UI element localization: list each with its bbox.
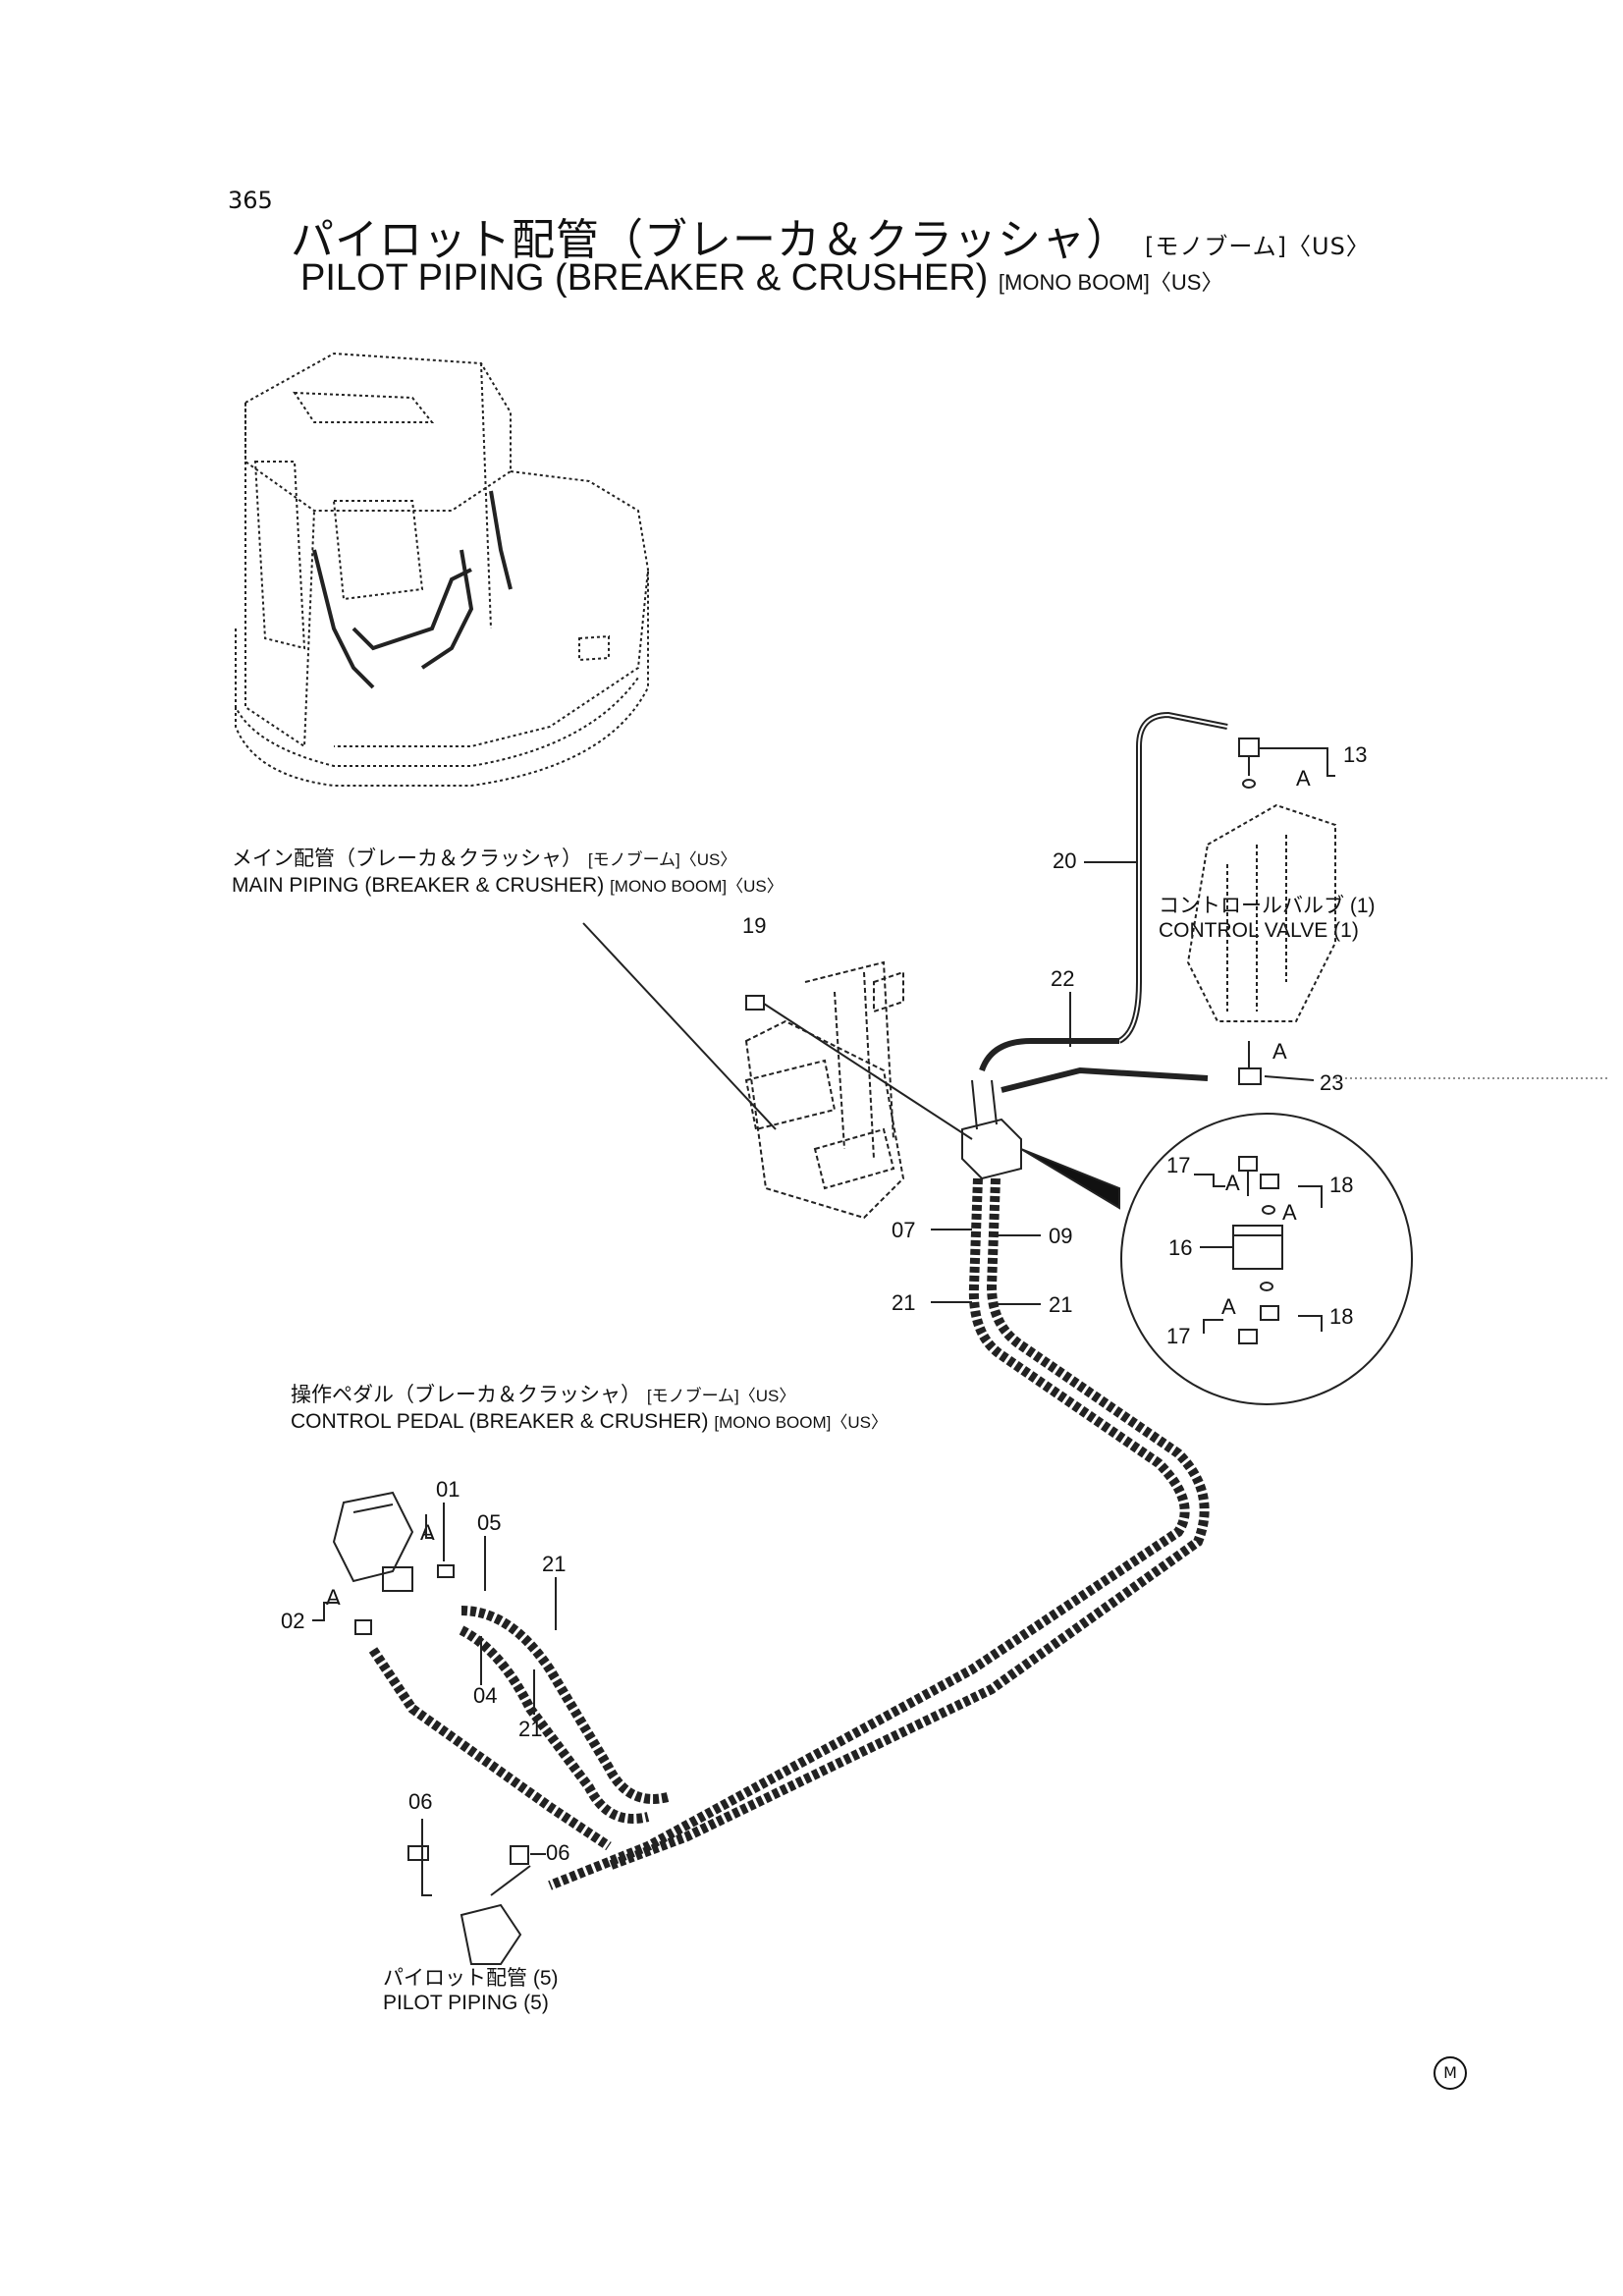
callout-22: 22 <box>1051 966 1075 991</box>
control-pedal-jp: 操作ペダル（ブレーカ＆クラッシャ） <box>291 1384 641 1406</box>
title-en-suffix: [MONO BOOM]〈US〉 <box>998 270 1223 295</box>
control-pedal-caption: 操作ペダル（ブレーカ＆クラッシャ） [モノブーム]〈US〉 CONTROL PE… <box>291 1379 888 1434</box>
callout-17-bottom: 17 <box>1166 1324 1191 1348</box>
detail-fitting-18-top <box>1260 1174 1279 1189</box>
bracket-01 <box>425 1514 432 1539</box>
title-en-main: PILOT PIPING (BREAKER & CRUSHER) <box>300 257 989 299</box>
detail-pointer <box>1020 1148 1120 1210</box>
callout-06-left: 06 <box>408 1789 433 1814</box>
o-ring-13 <box>1242 779 1256 789</box>
bracket-17-top <box>1194 1174 1225 1187</box>
pilot-piping-5-caption: パイロット配管 (5) PILOT PIPING (5) <box>383 1962 559 2015</box>
control-valve-illustration <box>1186 803 1336 1022</box>
fitting-23 <box>1238 1041 1262 1085</box>
callout-17-top: 17 <box>1166 1153 1191 1177</box>
callout-13: 13 <box>1343 742 1368 767</box>
hose-04 <box>459 1625 650 1824</box>
page-title-jp: パイロット配管（ブレーカ＆クラッシャ） [モノブーム]〈US〉 <box>291 204 1371 267</box>
hose-22-lower <box>1001 1066 1209 1093</box>
page-title-en: PILOT PIPING (BREAKER & CRUSHER) [MONO B… <box>300 257 1222 300</box>
leader-19 <box>763 1003 973 1140</box>
hose-05 <box>460 1606 670 1804</box>
detail-mark-a-17-top: A <box>1225 1171 1240 1195</box>
bracket-18-bottom <box>1298 1315 1323 1332</box>
detail-o-ring-bottom <box>1260 1282 1273 1291</box>
hose-21-long-left <box>548 1177 1190 1890</box>
title-jp-main: パイロット配管（ブレーカ＆クラッシャ） <box>291 215 1130 265</box>
fitting-06-left <box>407 1845 429 1861</box>
fitting-01 <box>437 1564 455 1578</box>
callout-21-right: 21 <box>1049 1292 1073 1317</box>
detail-fitting-18-bottom <box>1260 1305 1279 1321</box>
detail-mark-a-13: A <box>1296 766 1311 791</box>
bracket-17-bottom <box>1203 1319 1223 1334</box>
callout-05: 05 <box>477 1510 502 1535</box>
control-pedal-illustration <box>332 1491 414 1592</box>
excavator-overview-illustration <box>235 352 650 787</box>
bracket-frame-illustration <box>744 960 905 1220</box>
main-piping-en-suffix: [MONO BOOM]〈US〉 <box>610 877 784 896</box>
detail-o-ring-top <box>1262 1205 1275 1215</box>
bolt-19 <box>745 995 765 1011</box>
bracket-02 <box>312 1602 338 1621</box>
page-number: 365 <box>228 187 273 214</box>
callout-04: 04 <box>473 1683 498 1708</box>
hose-22-upper <box>979 1038 1119 1072</box>
control-pedal-en-suffix: [MONO BOOM]〈US〉 <box>714 1413 888 1432</box>
callout-01: 01 <box>436 1477 460 1502</box>
callout-19: 19 <box>742 913 767 938</box>
pilot-piping-5-jp: パイロット配管 (5) <box>383 1967 559 1990</box>
callout-07: 07 <box>892 1218 916 1242</box>
detail-mark-a-23: A <box>1272 1039 1287 1064</box>
control-pedal-en: CONTROL PEDAL (BREAKER & CRUSHER) <box>291 1410 709 1433</box>
control-valve-jp: コントロールバルブ (1) <box>1159 895 1376 917</box>
callout-09: 09 <box>1049 1224 1073 1248</box>
bracket-18-top <box>1298 1185 1323 1208</box>
callout-20: 20 <box>1053 848 1077 873</box>
control-valve-en: CONTROL VALVE (1) <box>1159 919 1359 942</box>
callout-16: 16 <box>1168 1235 1193 1260</box>
bracket-23 <box>1264 1075 1315 1081</box>
bracket-06-left <box>421 1819 432 1896</box>
callout-18-bottom: 18 <box>1329 1304 1354 1329</box>
fitting-06-right <box>510 1845 529 1865</box>
main-piping-en: MAIN PIPING (BREAKER & CRUSHER) <box>232 874 605 897</box>
detail-mark-a-17-bottom: A <box>1221 1294 1236 1319</box>
callout-18-top: 18 <box>1329 1173 1354 1197</box>
hose-21-long-right <box>607 1177 1210 1871</box>
fitting-02 <box>354 1619 372 1635</box>
detail-block-16 <box>1232 1225 1283 1270</box>
control-pedal-jp-suffix: [モノブーム]〈US〉 <box>646 1387 796 1405</box>
hose-20 <box>1117 711 1228 1044</box>
pilot-piping-5-en: PILOT PIPING (5) <box>383 1992 549 2014</box>
detail-mark-a-18-top: A <box>1282 1200 1297 1225</box>
excavator-pilot-lines <box>312 490 513 689</box>
callout-23: 23 <box>1320 1070 1344 1095</box>
detail-fitting-17-top <box>1238 1156 1258 1196</box>
callout-21-left: 21 <box>892 1290 916 1315</box>
bracket-13 <box>1259 747 1335 777</box>
callout-21-pedal-top: 21 <box>542 1552 567 1576</box>
main-piping-jp-suffix: [モノブーム]〈US〉 <box>587 850 737 869</box>
control-valve-caption: コントロールバルブ (1) CONTROL VALVE (1) <box>1159 890 1376 943</box>
main-piping-jp: メイン配管（ブレーカ＆クラッシャ） <box>232 847 582 870</box>
leader-main-piping <box>582 922 777 1130</box>
maker-mark: M <box>1434 2056 1467 2090</box>
shuttle-valve-block <box>961 1079 1022 1180</box>
main-piping-caption: メイン配管（ブレーカ＆クラッシャ） [モノブーム]〈US〉 MAIN PIPIN… <box>232 843 784 898</box>
callout-06-right: 06 <box>546 1840 570 1865</box>
hose-pedal-lower <box>368 1647 612 1851</box>
fitting-13 <box>1238 738 1260 776</box>
title-jp-suffix: [モノブーム]〈US〉 <box>1145 233 1371 260</box>
detail-fitting-17-bottom <box>1238 1329 1258 1344</box>
callout-02: 02 <box>281 1609 305 1633</box>
pilot-piping-5-illustration <box>460 1865 531 1965</box>
hose-20-core <box>1118 713 1228 1042</box>
detail-circle <box>1120 1113 1413 1405</box>
